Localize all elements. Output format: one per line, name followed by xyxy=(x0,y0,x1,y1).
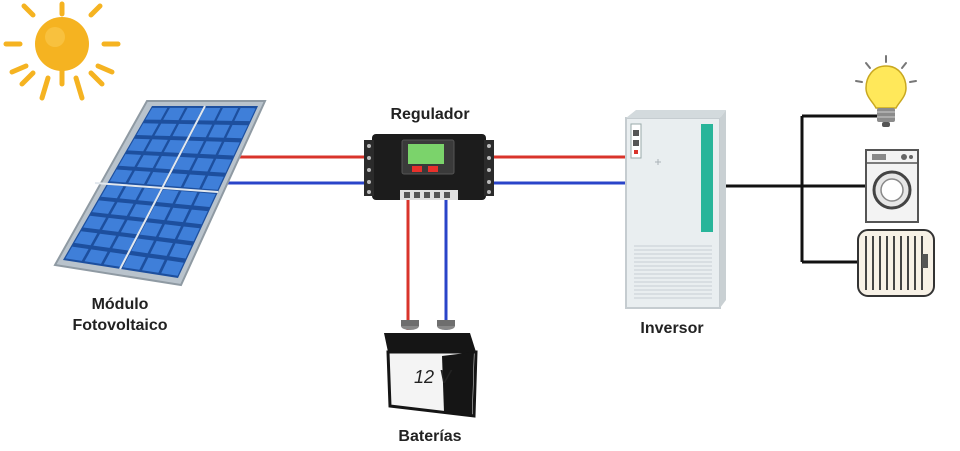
solar-cell xyxy=(166,207,190,223)
solar-cell xyxy=(102,217,125,232)
solar-cell xyxy=(182,140,204,154)
solar-cell xyxy=(146,172,169,186)
solar-cell xyxy=(118,154,142,167)
inverter-label: Inversor xyxy=(640,320,704,337)
solar-panel xyxy=(53,100,267,287)
solar-cell xyxy=(137,155,160,168)
solar-cell xyxy=(190,124,213,138)
sun-icon xyxy=(3,1,121,101)
solar-cell xyxy=(84,249,108,264)
dc-wires-regulator-battery xyxy=(406,200,448,330)
radiator-icon xyxy=(857,229,935,297)
solar-cell xyxy=(83,215,106,230)
regulator-label: Regulador xyxy=(390,106,470,123)
solar-cell xyxy=(109,169,133,183)
regulator-display xyxy=(408,144,444,164)
panel-label-line-2: Fotovoltaico xyxy=(72,317,168,334)
solar-cell xyxy=(112,236,135,251)
solar-cell xyxy=(131,238,154,254)
solar-cell xyxy=(119,186,142,200)
solar-cell xyxy=(101,185,124,199)
solar-cell xyxy=(129,204,152,218)
solar-cell xyxy=(193,192,216,207)
solar-cell xyxy=(218,141,240,156)
solar-cell xyxy=(201,175,224,190)
solar-cell xyxy=(148,205,171,221)
solar-cell xyxy=(155,156,178,170)
solar-cell xyxy=(65,246,89,261)
solar-cell xyxy=(185,209,208,225)
solar-cell xyxy=(154,123,177,136)
solar-cell xyxy=(120,220,144,235)
solar-cell xyxy=(165,173,188,187)
solar-cell xyxy=(145,139,168,152)
solar-cell xyxy=(158,224,181,239)
solar-cell xyxy=(92,200,115,214)
solar-cell xyxy=(136,123,159,136)
solar-cell xyxy=(208,124,230,138)
solar-cell xyxy=(156,189,179,204)
solar-cell xyxy=(181,107,203,121)
solar-cell xyxy=(93,233,117,248)
solar-cell xyxy=(122,254,146,270)
solar-cell xyxy=(177,226,200,242)
solar-cell xyxy=(145,107,168,120)
solar-cell xyxy=(183,174,206,189)
solar-cell xyxy=(234,108,256,122)
solar-cell xyxy=(150,241,173,256)
battery: 12 V xyxy=(384,320,478,418)
panel-label-line-1: Módulo xyxy=(91,296,149,313)
solar-cell xyxy=(163,107,185,121)
solar-cell xyxy=(128,170,151,184)
solar-cell xyxy=(173,156,196,171)
solar-cell xyxy=(175,191,198,206)
solar-cell xyxy=(103,252,127,267)
solar-cell xyxy=(226,125,248,139)
solar-cell xyxy=(216,108,239,121)
solar-cell xyxy=(191,157,214,172)
ac-wires-inverter-loads xyxy=(718,114,884,264)
solar-cell xyxy=(172,123,195,137)
light-bulb-icon xyxy=(855,55,917,127)
solar-cell xyxy=(210,158,232,173)
solar-cell xyxy=(161,260,184,276)
battery-voltage-label: 12 V xyxy=(414,367,453,387)
solar-cell xyxy=(138,188,161,202)
washing-machine-icon xyxy=(865,149,919,223)
solar-cell xyxy=(142,257,165,273)
inverter xyxy=(625,110,726,309)
solar-cell xyxy=(198,108,221,121)
battery-label: Baterías xyxy=(398,428,462,445)
solar-cell xyxy=(169,243,192,259)
solar-cell xyxy=(163,140,186,153)
dc-wires-panel-regulator xyxy=(222,155,372,185)
charge-regulator xyxy=(364,134,494,200)
solar-cell xyxy=(127,138,150,152)
panel-label: Módulo Fotovoltaico xyxy=(60,294,180,336)
dc-wires-regulator-inverter xyxy=(486,155,628,185)
solar-cell xyxy=(74,231,98,246)
solar-cell xyxy=(200,141,222,155)
solar-cell xyxy=(110,202,134,216)
solar-cell xyxy=(139,222,163,237)
